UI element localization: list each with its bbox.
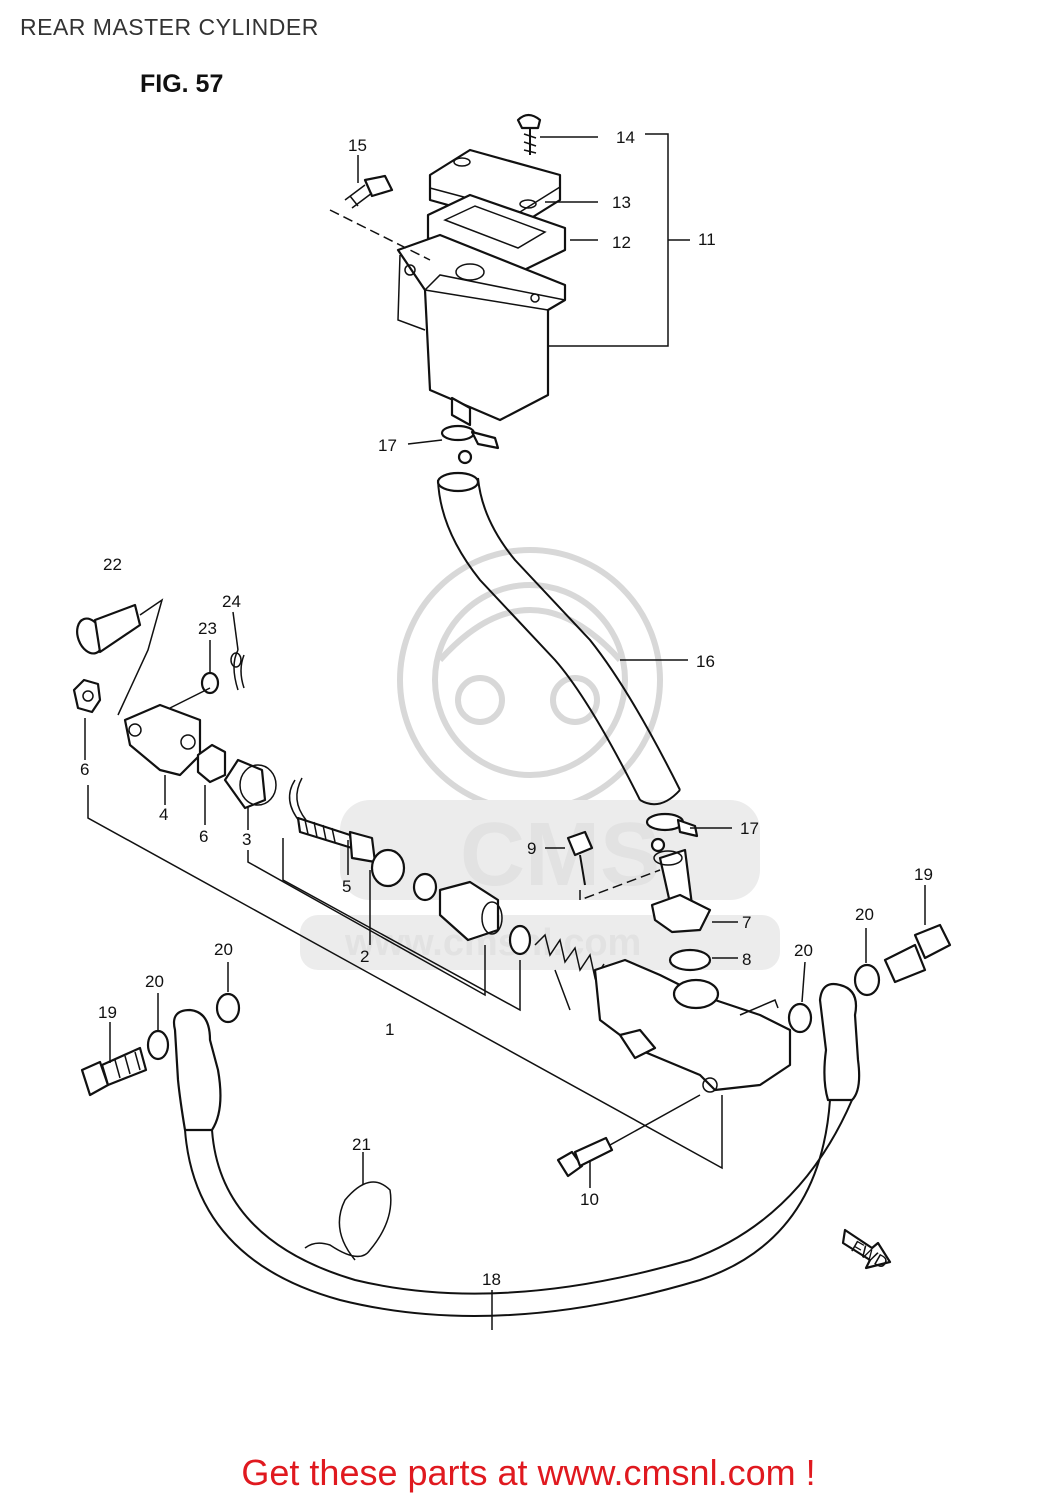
callout-18: 18 — [482, 1270, 501, 1289]
callout-6-mid: 6 — [199, 827, 208, 846]
callout-22: 22 — [103, 555, 122, 574]
leader-lines — [84, 133, 926, 1330]
figure-label: FIG. 57 — [140, 70, 224, 98]
callout-16: 16 — [696, 652, 715, 671]
callout-20-a: 20 — [214, 940, 233, 959]
callout-6-left: 6 — [80, 760, 89, 779]
callout-5: 5 — [342, 877, 351, 896]
parts-diagram: CMS www.cmsnl.com — [72, 113, 952, 1330]
hose-clamp-lower — [645, 812, 699, 853]
callout-8: 8 — [742, 950, 751, 969]
master-cylinder-parts — [72, 603, 952, 1178]
watermark-logo: CMS www.cmsnl.com — [300, 547, 780, 970]
callout-15: 15 — [348, 136, 367, 155]
callout-2: 2 — [360, 947, 369, 966]
callout-4: 4 — [159, 805, 168, 824]
watermark-brand: CMS — [460, 805, 660, 905]
callout-20-d: 20 — [794, 941, 813, 960]
forward-arrow-icon: FWD — [841, 1228, 892, 1273]
bolt-15-guide — [329, 209, 431, 261]
callout-1: 1 — [385, 1020, 394, 1039]
callout-13: 13 — [612, 193, 631, 212]
callout-20-c: 20 — [855, 905, 874, 924]
callout-21: 21 — [352, 1135, 371, 1154]
callout-24: 24 — [222, 592, 241, 611]
callout-9: 9 — [527, 839, 536, 858]
callout-7: 7 — [742, 913, 751, 932]
callout-17-upper: 17 — [378, 436, 397, 455]
hose-clamp-upper — [440, 424, 500, 465]
hose-clip — [304, 1181, 392, 1261]
callout-17-lower: 17 — [740, 819, 759, 838]
callout-3: 3 — [242, 830, 251, 849]
callout-19-right: 19 — [914, 865, 933, 884]
callout-23: 23 — [198, 619, 217, 638]
page-title: REAR MASTER CYLINDER — [20, 14, 319, 40]
callout-14: 14 — [616, 128, 635, 147]
reservoir-hose — [436, 471, 681, 806]
callout-10: 10 — [580, 1190, 599, 1209]
brake-hose — [172, 982, 861, 1317]
callout-numbers: 14 15 13 12 11 17 16 17 9 7 8 22 24 23 6… — [80, 128, 933, 1289]
reservoir-assembly — [344, 113, 567, 427]
callout-12: 12 — [612, 233, 631, 252]
callout-19-left: 19 — [98, 1003, 117, 1022]
footer-link[interactable]: Get these parts at www.cmsnl.com ! — [241, 1452, 816, 1493]
callout-11: 11 — [698, 230, 716, 249]
callout-20-b: 20 — [145, 972, 164, 991]
